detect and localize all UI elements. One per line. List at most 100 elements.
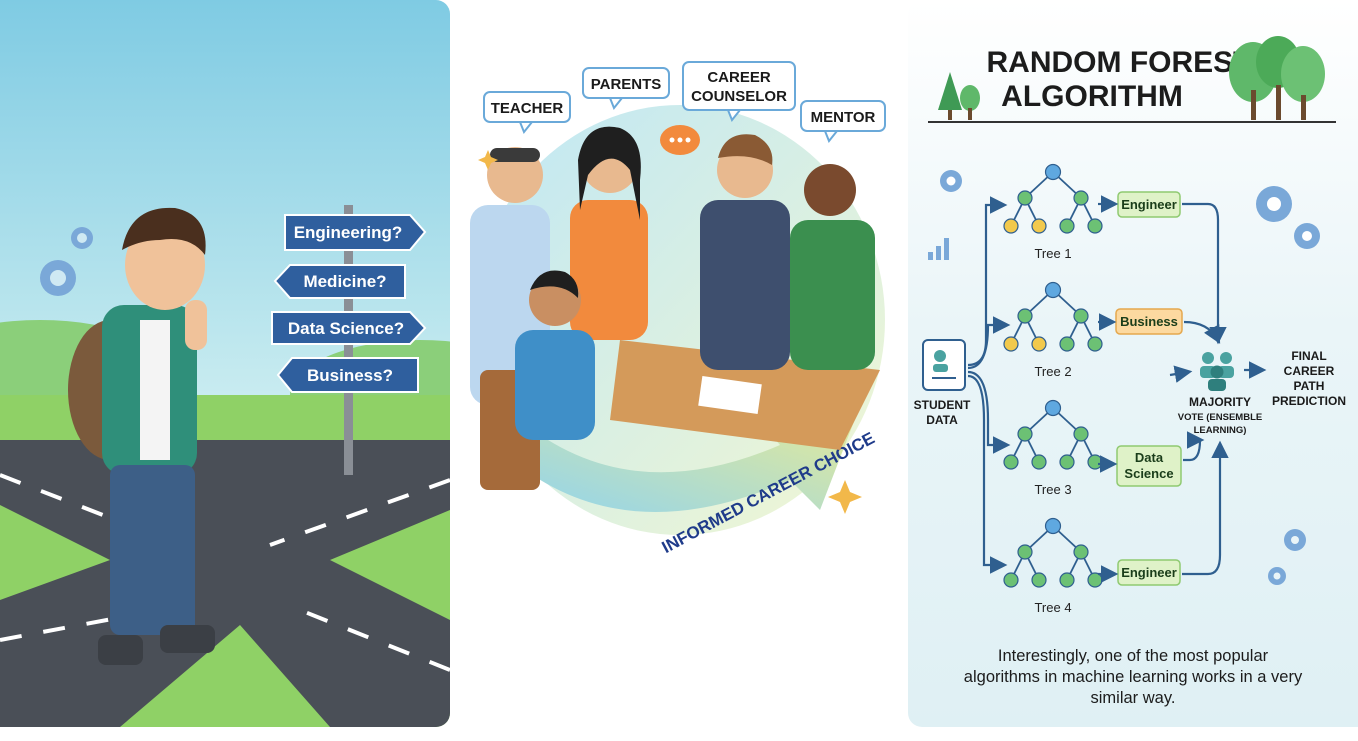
caption: Interestingly, one of the most popular a… [964,647,1303,707]
caption-line2: algorithms in machine learning works in … [964,668,1303,686]
sign-engineering: Engineering? [284,214,427,251]
sign-business: Business? [276,357,419,393]
crossroads-scene: Engineering? Medicine? Data Science? Bus… [0,0,450,727]
prediction-4-label: Engineer [1121,565,1177,580]
speech-bubble-teacher: TEACHER [483,91,571,134]
student-data-node: STUDENT DATA [914,339,971,427]
input-connectors [967,196,1011,574]
forest-icon [1229,36,1325,120]
prediction-1-label: Engineer [1121,197,1177,212]
sign-data-science-label: Data Science? [288,319,404,338]
decision-tree-4: Tree 4 [1003,517,1103,615]
career-counselor-label-line1: CAREER [707,69,771,86]
speech-bubble-mentor: MENTOR [800,100,886,143]
paper [698,375,762,415]
tree-branch-node [1073,308,1089,324]
decision-tree-3: Tree 3 [1003,399,1103,497]
random-forest-panel: RANDOM FOREST ALGORITHM [908,0,1358,727]
tree-leaf-node [1031,572,1047,588]
bar-chart-icon [928,238,949,260]
vote-label-line3: LEARNING) [1194,425,1247,436]
decision-tree-2: Tree 2 [1003,281,1103,379]
vote-label-line2: VOTE (ENSEMBLE [1178,412,1262,423]
prediction-3-label-line1: Data [1135,450,1164,465]
parents-label: PARENTS [591,76,662,93]
student-figure [68,207,215,665]
tree-branch-node [1073,544,1089,560]
tree-branch-node [1017,426,1033,442]
student-data-label-line2: DATA [926,413,958,427]
title-line1: RANDOM FOREST [987,46,1252,79]
tree-branch-node [1017,308,1033,324]
title-block: RANDOM FOREST ALGORITHM [928,36,1336,123]
prediction-engineer-1: Engineer [1117,191,1181,218]
tree-root-node [1044,281,1062,299]
prediction-3-label-line2: Science [1124,466,1173,481]
career-counselor-label-line2: COUNSELOR [691,88,787,105]
output-label-line4: PREDICTION [1272,394,1346,408]
majority-vote-node: MAJORITY VOTE (ENSEMBLE LEARNING) [1178,352,1262,436]
speech-bubble-career-counselor: CAREER COUNSELOR [682,61,796,122]
vote-connectors [1098,195,1267,583]
prediction-2-label: Business [1120,314,1178,329]
decision-tree-1: Tree 1 [1003,163,1103,261]
sparkle-icon [478,150,862,514]
sign-medicine-label: Medicine? [303,272,386,291]
tree-root-node [1044,399,1062,417]
crossroads-panel: Engineering? Medicine? Data Science? Bus… [0,0,450,727]
tree-leaf-node [1087,336,1103,352]
tree-leaf-node [1003,218,1019,234]
tree-leaf-node [1031,454,1047,470]
tree-leaf-node [1059,218,1075,234]
tree-branch-node [1017,544,1033,560]
tree-root-node [1044,517,1062,535]
caption-line3: similar way. [1091,689,1176,707]
advisors-panel: INFORMED CAREER CHOICE [460,40,900,600]
tree-root-node [1044,163,1062,181]
sign-data-science: Data Science? [271,311,427,345]
output-label-line2: CAREER [1284,364,1335,378]
tree-leaf-node [1003,572,1019,588]
gear-icon [40,227,93,296]
parent-figure [570,126,648,340]
tree-leaf-node [1059,454,1075,470]
tree-leaf-node [1087,454,1103,470]
speech-bubble-parents: PARENTS [582,67,670,110]
gear-icon [940,170,1320,585]
tree-leaf-node [1059,572,1075,588]
tree-leaf-node [1031,336,1047,352]
chat-icon [660,125,700,155]
tree-branch-node [1073,426,1089,442]
tree-label: Tree 1 [1034,246,1071,261]
title-line2: ALGORITHM [1001,80,1183,113]
people-group-icon [1200,352,1234,391]
sign-engineering-label: Engineering? [294,223,403,242]
mentor-figure [790,164,875,370]
tree-label: Tree 4 [1034,600,1071,615]
advisors-scene: INFORMED CAREER CHOICE [470,61,886,557]
tree-leaf-node [1003,336,1019,352]
tree-label: Tree 2 [1034,364,1071,379]
tree-leaf-node [1087,218,1103,234]
output-label-line3: PATH [1294,379,1325,393]
final-prediction-node: FINAL CAREER PATH PREDICTION [1272,349,1346,408]
tree-label: Tree 3 [1034,482,1071,497]
tree-leaf-node [1003,454,1019,470]
prediction-engineer-4: Engineer [1117,559,1181,586]
mentor-label: MENTOR [811,109,876,126]
teacher-label: TEACHER [491,100,564,117]
tree-branch-node [1017,190,1033,206]
tree-branch-node [1073,190,1089,206]
vote-label-line1: MAJORITY [1189,395,1251,409]
sign-business-label: Business? [307,366,393,385]
prediction-data-science: Data Science [1116,445,1182,487]
random-forest-diagram: RANDOM FOREST ALGORITHM [908,0,1358,727]
tree-leaf-node [1031,218,1047,234]
small-trees-icon [938,72,980,120]
seated-student-figure [480,270,595,490]
counselor-figure [700,134,790,370]
decision-trees: Tree 1 Tree 2 Tree 3 Tree 4 [1003,163,1103,615]
caption-line1: Interestingly, one of the most popular [998,647,1269,665]
output-label-line1: FINAL [1291,349,1326,363]
prediction-business: Business [1115,308,1183,335]
